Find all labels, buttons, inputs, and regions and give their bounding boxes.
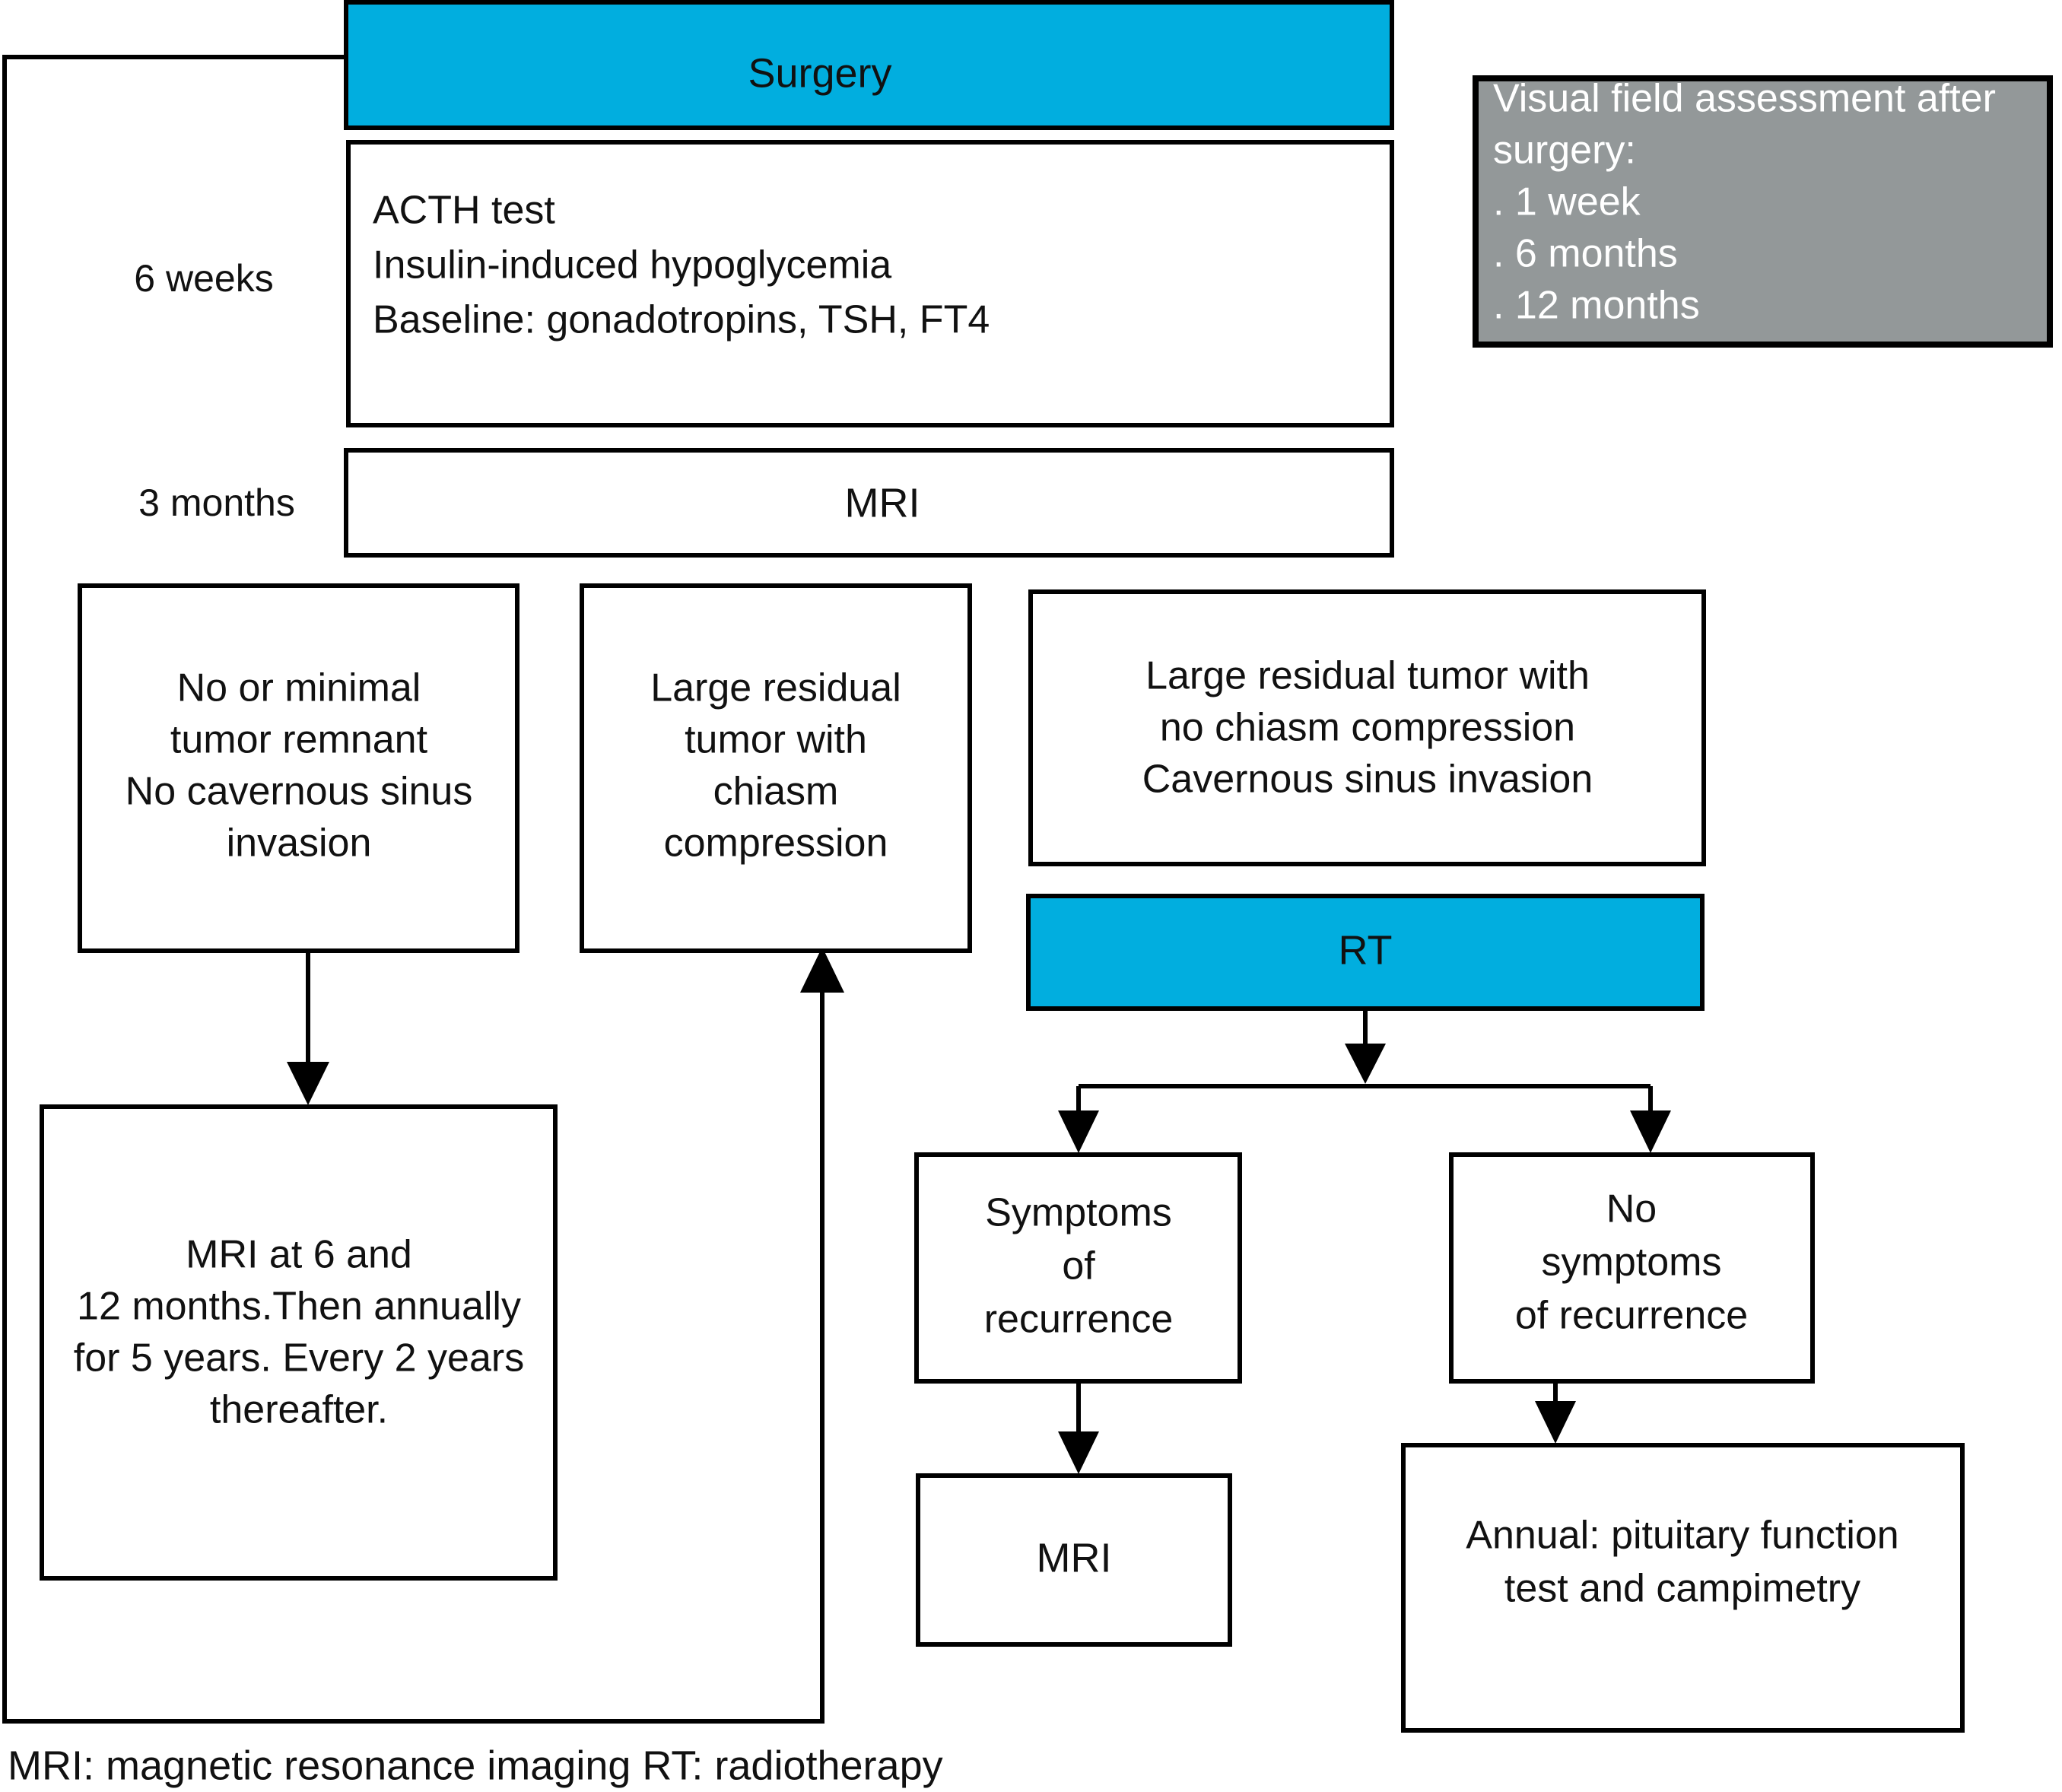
node-followup-line-2: 12 months.Then annually xyxy=(77,1285,521,1329)
node-branch-b-line-2: tumor with xyxy=(685,718,867,762)
node-branch-chiasm-compression[interactable] xyxy=(580,583,972,953)
node-branch-b-line-1: Large residual xyxy=(650,666,901,710)
connector-symptoms-to-mri-arrowhead xyxy=(1058,1431,1099,1474)
node-followup-line-1: MRI at 6 and xyxy=(186,1233,412,1277)
note-visual-field-line-4: . 6 months xyxy=(1493,232,1678,276)
timeline-label-3-months: 3 months xyxy=(138,481,295,524)
node-mri-3-months-label: MRI xyxy=(845,480,920,526)
node-branch-b-line-4: compression xyxy=(664,821,888,866)
connector-rt-to-no-symptoms-arrowhead xyxy=(1630,1110,1671,1153)
node-branch-a-line-4: invasion xyxy=(227,821,372,866)
note-visual-field-line-5: . 12 months xyxy=(1493,284,1700,328)
node-branch-a-line-2: tumor remnant xyxy=(170,718,428,762)
node-no-symptoms-of-recurrence[interactable] xyxy=(1449,1152,1815,1384)
node-followup-mri-schedule[interactable] xyxy=(40,1104,558,1581)
node-branch-cavernous-invasion[interactable] xyxy=(1028,589,1706,866)
connector-rt-to-symptoms-arrowhead xyxy=(1058,1110,1099,1153)
node-branch-c-line-3: Cavernous sinus invasion xyxy=(1142,758,1593,802)
node-postop-workup-line-2: Insulin-induced hypoglycemia xyxy=(373,243,891,288)
node-branch-a-line-3: No cavernous sinus xyxy=(125,770,473,814)
node-postop-workup[interactable] xyxy=(346,140,1394,427)
node-rt-label: RT xyxy=(1338,927,1392,973)
node-postop-workup-line-3: Baseline: gonadotropins, TSH, FT4 xyxy=(373,298,990,342)
node-no-symptoms-line-1: No xyxy=(1606,1187,1657,1231)
legend-abbreviations: MRI: magnetic resonance imaging RT: radi… xyxy=(8,1743,943,1788)
node-mri-recurrence[interactable] xyxy=(916,1473,1232,1647)
note-visual-field-line-3: . 1 week xyxy=(1493,180,1641,224)
connector-branch-a-arrowhead xyxy=(287,1062,329,1105)
node-mri-3-months[interactable] xyxy=(344,448,1394,558)
node-symptoms-of-recurrence[interactable] xyxy=(914,1152,1242,1384)
node-mri-recurrence-label: MRI xyxy=(1037,1535,1112,1581)
node-branch-c-line-1: Large residual tumor with xyxy=(1145,654,1590,698)
node-postop-workup-line-1: ACTH test xyxy=(373,189,555,233)
node-followup-line-3: for 5 years. Every 2 years xyxy=(74,1336,524,1381)
node-symptoms-line-3: recurrence xyxy=(984,1298,1174,1342)
note-visual-field-line-1: Visual field assessment after xyxy=(1493,77,1996,121)
node-rt[interactable] xyxy=(1026,894,1705,1011)
node-annual-line-2: test and campimetry xyxy=(1504,1567,1860,1611)
node-annual-pituitary-assessment[interactable] xyxy=(1401,1443,1965,1733)
connector-no-symptoms-to-annual-arrowhead xyxy=(1535,1401,1576,1444)
node-branch-a-line-1: No or minimal xyxy=(177,666,421,710)
note-visual-field-assessment xyxy=(1473,75,2053,348)
node-no-symptoms-line-3: of recurrence xyxy=(1515,1294,1748,1338)
node-branch-no-minimal-remnant[interactable] xyxy=(78,583,519,953)
node-symptoms-line-1: Symptoms xyxy=(985,1191,1172,1235)
node-symptoms-line-2: of xyxy=(1062,1244,1095,1288)
timeline-label-6-weeks: 6 weeks xyxy=(134,257,273,300)
node-no-symptoms-line-2: symptoms xyxy=(1542,1241,1722,1285)
connector-rt-stem-arrowhead xyxy=(1345,1044,1386,1084)
node-surgery[interactable] xyxy=(344,0,1394,130)
node-branch-c-line-2: no chiasm compression xyxy=(1160,706,1575,750)
node-annual-line-1: Annual: pituitary function xyxy=(1466,1514,1898,1558)
node-branch-b-line-3: chiasm xyxy=(713,770,839,814)
note-visual-field-line-2: surgery: xyxy=(1493,129,1636,173)
node-followup-line-4: thereafter. xyxy=(210,1388,388,1432)
feedback-loop-arrowhead xyxy=(800,947,844,993)
node-surgery-label: Surgery xyxy=(748,50,891,96)
